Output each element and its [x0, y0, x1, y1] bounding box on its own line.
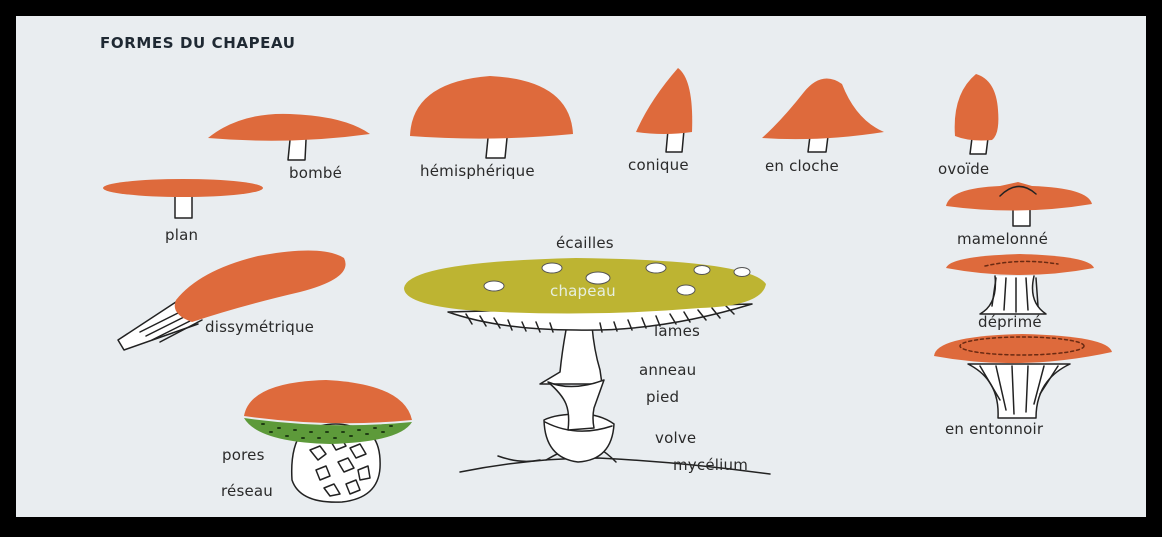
label-reseau: réseau — [221, 482, 273, 500]
diagram-title: FORMES DU CHAPEAU — [100, 34, 296, 52]
label-en-cloche: en cloche — [765, 157, 839, 175]
label-ecailles: écailles — [556, 234, 614, 252]
label-en-entonnoir: en entonnoir — [945, 420, 1043, 438]
label-chapeau: chapeau — [550, 282, 616, 300]
label-mycelium: mycélium — [673, 456, 748, 474]
label-lames: lames — [654, 322, 700, 340]
label-pied: pied — [646, 388, 679, 406]
label-volve: volve — [655, 429, 696, 447]
label-ovoide: ovoïde — [938, 160, 989, 178]
label-hemispherique: hémisphérique — [420, 162, 535, 180]
label-mamelonne: mamelonné — [957, 230, 1048, 248]
label-pores: pores — [222, 446, 265, 464]
label-deprime: déprimé — [978, 313, 1042, 331]
label-dissymetrique: dissymétrique — [205, 318, 314, 336]
label-conique: conique — [628, 156, 689, 174]
label-anneau: anneau — [639, 361, 696, 379]
label-plan: plan — [165, 226, 198, 244]
label-bombe: bombé — [289, 164, 342, 182]
